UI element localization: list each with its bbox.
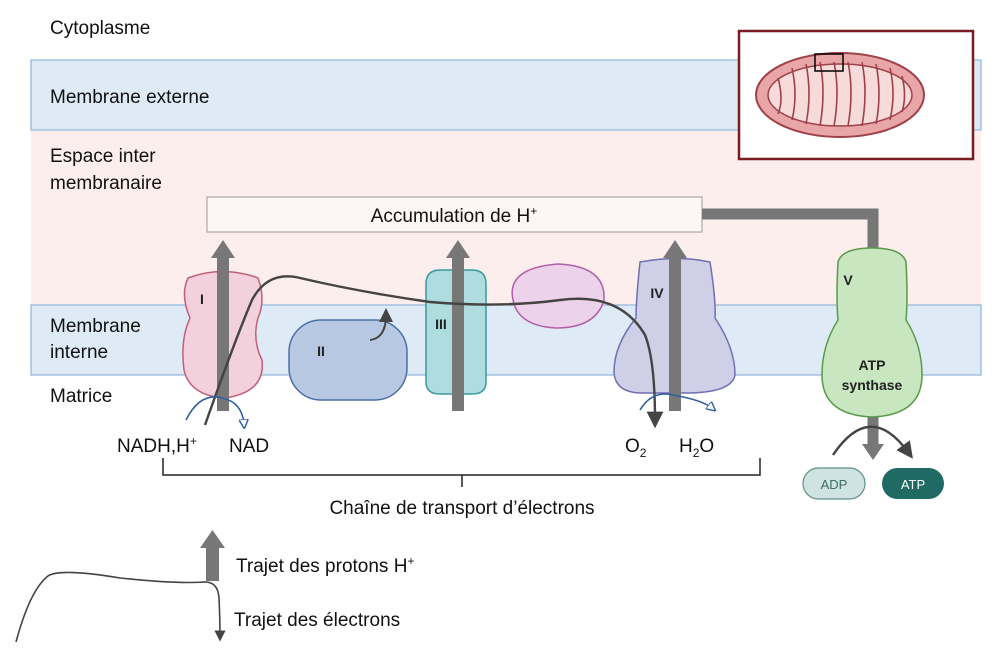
complex-4-label: IV [650,285,664,301]
proton-arrow-complex-1 [217,254,229,411]
legend-electrons-label: Trajet des électrons [234,610,400,631]
inner-membrane-label-line1: Membrane [50,316,141,337]
legend-proton-arrowhead [200,530,225,548]
nadh-label: NADH,H+ [117,434,197,457]
proton-arrows [211,240,687,411]
proton-arrowhead-complex-3 [446,240,470,258]
matrix-label: Matrice [50,386,112,407]
atp-label: ATP [901,477,925,492]
adp-atp-arc [832,425,913,459]
nadh-conversion-arrow [185,396,244,424]
inner-membrane-label-line2: interne [50,342,108,363]
cytoplasm-label: Cytoplasme [50,18,150,39]
proton-arrow-complex-3 [452,254,464,411]
legend-electron-curve [15,571,226,643]
proton-arrow-complex-4 [669,254,681,411]
proton-return-arrowhead [862,444,884,460]
mitochondrion-inset [737,29,975,161]
chain-label: Chaîne de transport d’électrons [329,498,594,519]
proton-arrowhead-complex-4 [663,240,687,258]
atp-synthase-name-line2: synthase [842,377,903,393]
intermembrane-label-line1: Espace inter [50,146,156,167]
accumulation-label: Accumulation de H+ [371,204,537,227]
legend-protons-label: Trajet des protons H+ [236,554,414,577]
legend: Trajet des protons H+ Trajet des électro… [15,530,414,643]
o2-label: O2 [625,436,647,460]
intermembrane-label-line2: membranaire [50,173,162,194]
atp-synthase-name-line1: ATP [859,357,886,373]
complex-3-label: III [435,316,447,332]
outer-membrane-label: Membrane externe [50,87,209,108]
atp-pill [882,468,944,499]
chain-brace [162,458,761,487]
complex-1-label: I [200,291,204,307]
electron-path [203,275,664,429]
complex-2 [288,319,408,401]
zoom-box [814,53,844,72]
complex-5-label: V [843,272,853,288]
electron-path-complex-2 [369,308,393,341]
complex-5-atp-synthase [821,247,923,418]
accumulation-box [206,196,703,233]
cytochrome-c [511,263,605,329]
complex-2-label: II [317,343,325,359]
adp-pill [802,467,866,500]
nad-label: NAD [229,436,269,457]
proton-arrowhead-complex-1 [211,240,235,258]
h2o-label: H2O [679,436,714,460]
legend-proton-arrow [206,546,219,581]
oxygen-conversion-arrow [639,393,712,410]
adp-label: ADP [821,477,848,492]
